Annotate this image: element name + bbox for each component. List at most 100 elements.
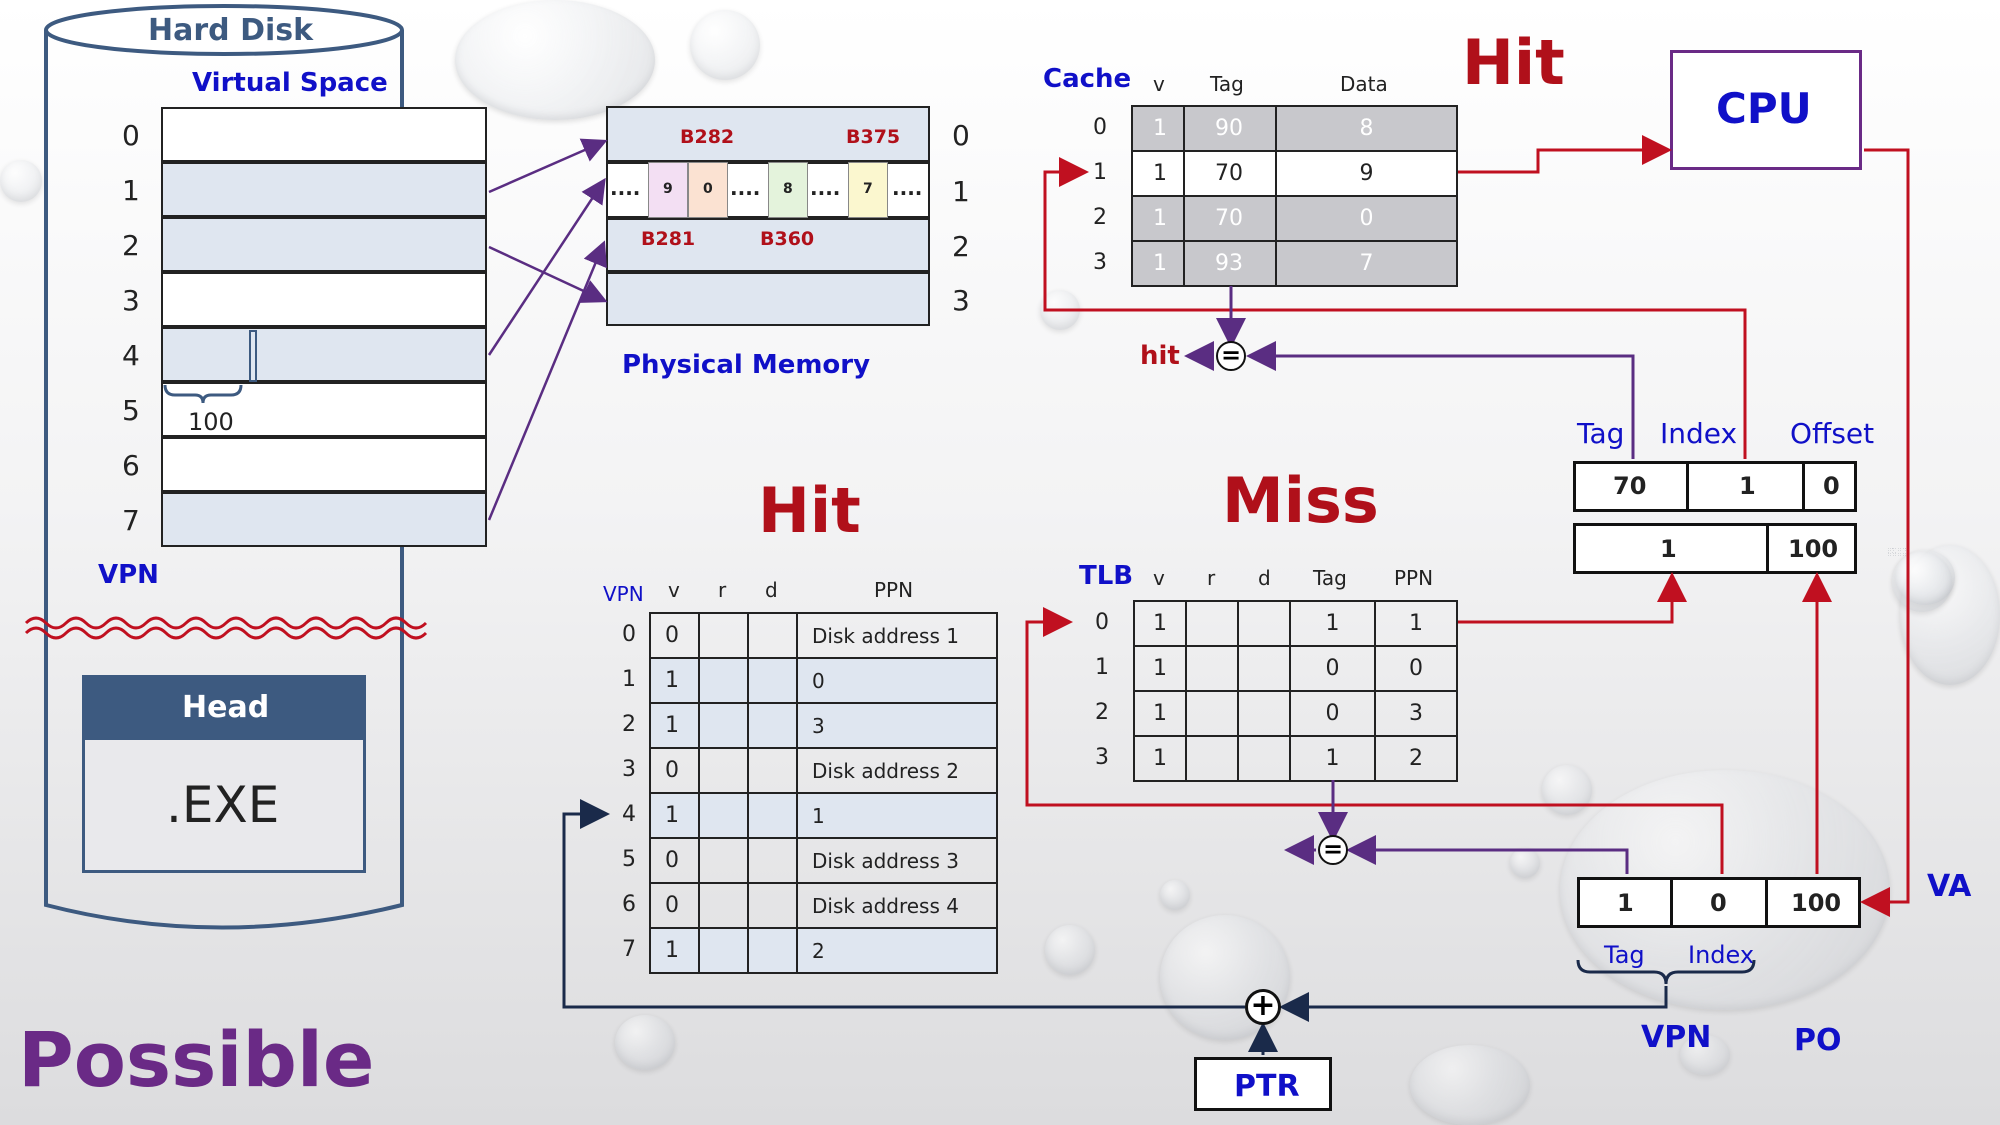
pt-d: [747, 612, 798, 659]
memory-dots: ....: [730, 176, 761, 200]
tlb-header-v: v: [1153, 566, 1165, 590]
tlb-header-d: d: [1258, 566, 1271, 590]
pa-po-value: 100: [1788, 535, 1839, 563]
hard-disk-title: Hard Disk: [148, 13, 314, 48]
vpn-row-index: 4: [122, 339, 140, 372]
pt-d: [747, 657, 798, 704]
ptr-box: [1194, 1057, 1332, 1111]
cache-row-index: 3: [1093, 250, 1107, 275]
pt-header-v: v: [668, 578, 680, 602]
head-block: [82, 675, 366, 873]
pt-row: 0 Disk address 1: [649, 612, 998, 659]
bubble-decoration: [1900, 550, 1901, 551]
bubble-decoration: [1890, 550, 1891, 551]
memory-block-label: 7: [863, 181, 873, 197]
va-po-field: [1765, 877, 1861, 928]
pt-row-index: 7: [622, 937, 636, 962]
va-tag-label: Tag: [1604, 941, 1645, 969]
bubble-decoration: [1888, 555, 1889, 556]
bubble-decoration: [1893, 550, 1894, 551]
bubble-decoration: [1893, 555, 1894, 556]
vpn-row-index: 5: [122, 394, 140, 427]
pt-r: [698, 837, 749, 884]
tlb-header-tag: Tag: [1313, 566, 1347, 590]
ppn-row-index: 1: [952, 175, 970, 208]
memory-block-0: [688, 162, 728, 218]
pt-d: [747, 882, 798, 929]
tlb-r: [1185, 645, 1239, 692]
pa-index-field: [1686, 461, 1805, 512]
head-bar: [85, 678, 363, 740]
bubble-decoration: [1900, 548, 1901, 549]
cache-header-data: Data: [1340, 72, 1388, 96]
tlb-d: [1237, 690, 1291, 737]
pt-d: [747, 702, 798, 749]
tlb-row-index: 1: [1095, 655, 1109, 680]
pt-row-index: 2: [622, 712, 636, 737]
pt-r: [698, 747, 749, 794]
tlb-r: [1185, 735, 1239, 782]
pt-header-vpn: VPN: [603, 582, 644, 606]
cache-data: 9: [1275, 150, 1458, 197]
bubble-decoration: [1905, 548, 1906, 549]
bubble-decoration: [1888, 552, 1889, 553]
pt-ppn: Disk address 2: [796, 747, 998, 794]
bubble-decoration: [455, 0, 655, 120]
pt-ppn: 1: [796, 792, 998, 839]
pt-v: 0: [649, 747, 700, 794]
bubble-decoration: [1900, 555, 1901, 556]
pt-ppn: Disk address 1: [796, 612, 998, 659]
vpn-row-index: 2: [122, 229, 140, 262]
bubble-decoration: [1890, 553, 1891, 554]
tlb-tag: 1: [1289, 600, 1376, 647]
cache-v: 1: [1131, 240, 1185, 287]
bubble-decoration: [1905, 555, 1906, 556]
va-index-field: [1670, 877, 1768, 928]
tlb-miss-title: Miss: [1222, 464, 1379, 537]
tlb-r: [1185, 690, 1239, 737]
pa-index-value: 1: [1739, 472, 1756, 500]
cache-hit-output: hit: [1140, 341, 1180, 371]
cache-data: 7: [1275, 240, 1458, 287]
cache-v: 1: [1131, 105, 1185, 152]
vpn-row-index: 3: [122, 284, 140, 317]
ppn-row-index: 3: [952, 284, 970, 317]
vpn-row-index: 7: [122, 504, 140, 537]
virtual-page-row: [161, 492, 487, 547]
block-address-label: B360: [760, 228, 815, 250]
cache-hit-title: Hit: [1462, 26, 1565, 99]
pa-index-label: Index: [1660, 417, 1738, 450]
pt-r: [698, 612, 749, 659]
bubble-decoration: [1045, 925, 1095, 975]
pt-ppn: 2: [796, 927, 998, 974]
page-table: 0 Disk address 1 1 0 1 3 0 Disk address …: [649, 612, 998, 974]
bubble-decoration: [1888, 548, 1889, 549]
vpn-row-index: 6: [122, 449, 140, 482]
cache-v: 1: [1131, 195, 1185, 242]
pt-ppn: 3: [796, 702, 998, 749]
pt-row: 0 Disk address 3: [649, 837, 998, 884]
cache-header-tag: Tag: [1210, 72, 1244, 96]
pa-offset-field: [1802, 461, 1857, 512]
head-title: Head: [182, 690, 270, 725]
vpn-row-index: 1: [122, 174, 140, 207]
bubble-decoration: [1900, 553, 1901, 554]
pa-tag-field: [1573, 461, 1689, 512]
physical-memory-title: Physical Memory: [622, 350, 871, 380]
tlb-v: 1: [1133, 690, 1187, 737]
pt-v: 1: [649, 657, 700, 704]
bubble-decoration: [1410, 1045, 1530, 1125]
cache-table: 1 90 8 1 70 9 1 70 0 1 93 7: [1131, 105, 1458, 287]
pt-r: [698, 657, 749, 704]
offset-brace: [163, 330, 257, 404]
pt-row-index: 3: [622, 757, 636, 782]
bubble-decoration: [1893, 548, 1894, 549]
tlb-v: 1: [1133, 600, 1187, 647]
tlb-v: 1: [1133, 735, 1187, 782]
page-table-hit-title: Hit: [758, 474, 861, 547]
tlb-row-index: 2: [1095, 700, 1109, 725]
pt-d: [747, 837, 798, 884]
bubble-decoration: [1895, 552, 1896, 553]
pa-ppn-value: 1: [1660, 535, 1677, 563]
pt-v: 1: [649, 702, 700, 749]
